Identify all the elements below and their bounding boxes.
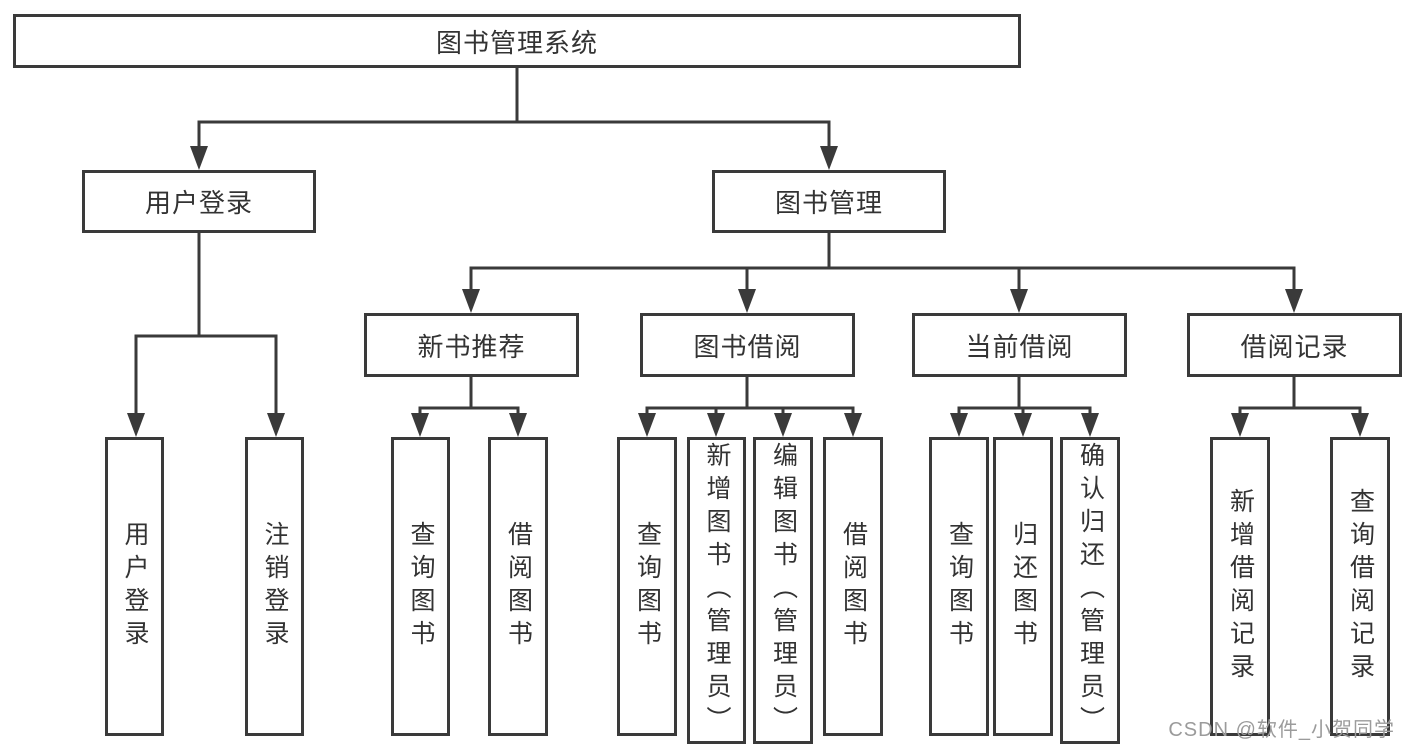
node-new-book-recommend: 新书推荐 xyxy=(364,313,579,377)
leaf-edit-book-admin: 编辑图书（管理员） xyxy=(753,437,813,744)
leaf-label: 查询借阅记录 xyxy=(1346,487,1375,686)
node-borrow-records: 借阅记录 xyxy=(1187,313,1402,377)
connector-login-to-leaves xyxy=(134,233,278,417)
leaf-label: 用户登录 xyxy=(121,520,149,653)
leaf-query-book-borrow: 查询图书 xyxy=(617,437,677,736)
leaf-label: 编辑图书（管理员） xyxy=(769,442,798,739)
leaf-return-book: 归还图书 xyxy=(993,437,1053,736)
leaf-logout: 注销登录 xyxy=(245,437,304,736)
leaf-user-login: 用户登录 xyxy=(105,437,164,736)
leaf-label: 归还图书 xyxy=(1009,520,1038,653)
leaf-label: 查询图书 xyxy=(633,520,662,653)
leaf-label: 新增图书（管理员） xyxy=(703,442,731,739)
node-book-management: 图书管理 xyxy=(712,170,946,233)
connector-mgmt-to-level2 xyxy=(469,233,1296,293)
node-current-borrow: 当前借阅 xyxy=(912,313,1127,377)
node-label: 用户登录 xyxy=(144,188,253,218)
connector-borrow-to-leaves xyxy=(645,377,855,417)
node-label: 借阅记录 xyxy=(1240,331,1349,362)
leaf-query-book-newrec: 查询图书 xyxy=(391,437,450,736)
connector-current-to-leaves xyxy=(957,377,1092,417)
leaf-label: 新增借阅记录 xyxy=(1226,487,1255,686)
leaf-label: 确认归还（管理员） xyxy=(1076,442,1105,739)
leaf-add-borrow-record: 新增借阅记录 xyxy=(1210,437,1270,736)
node-label: 新书推荐 xyxy=(417,331,526,362)
leaf-label: 注销登录 xyxy=(261,520,289,653)
leaf-confirm-return-admin: 确认归还（管理员） xyxy=(1060,437,1120,744)
node-user-login: 用户登录 xyxy=(82,170,316,233)
leaf-label: 查询图书 xyxy=(407,520,435,653)
leaf-query-book-current: 查询图书 xyxy=(929,437,989,736)
connector-root-to-level1 xyxy=(197,68,831,150)
node-label: 图书借阅 xyxy=(693,331,802,362)
csdn-watermark: CSDN @软件_小贺同学 xyxy=(1168,719,1395,741)
arrowheads xyxy=(127,146,1369,437)
node-label: 当前借阅 xyxy=(965,331,1074,362)
leaf-label: 借阅图书 xyxy=(839,520,868,653)
node-library-system: 图书管理系统 xyxy=(13,14,1021,68)
connector-newbook-to-leaves xyxy=(418,377,520,417)
leaf-borrow-book: 借阅图书 xyxy=(823,437,883,736)
node-label: 图书管理 xyxy=(774,188,883,218)
node-book-borrow: 图书借阅 xyxy=(640,313,855,377)
node-label: 图书管理系统 xyxy=(435,27,598,58)
leaf-add-book-admin: 新增图书（管理员） xyxy=(687,437,746,744)
leaf-borrow-book-newrec: 借阅图书 xyxy=(488,437,548,736)
leaf-label: 查询图书 xyxy=(945,520,974,653)
connector-records-to-leaves xyxy=(1238,377,1362,417)
leaf-query-borrow-record: 查询借阅记录 xyxy=(1330,437,1390,736)
leaf-label: 借阅图书 xyxy=(504,520,533,653)
